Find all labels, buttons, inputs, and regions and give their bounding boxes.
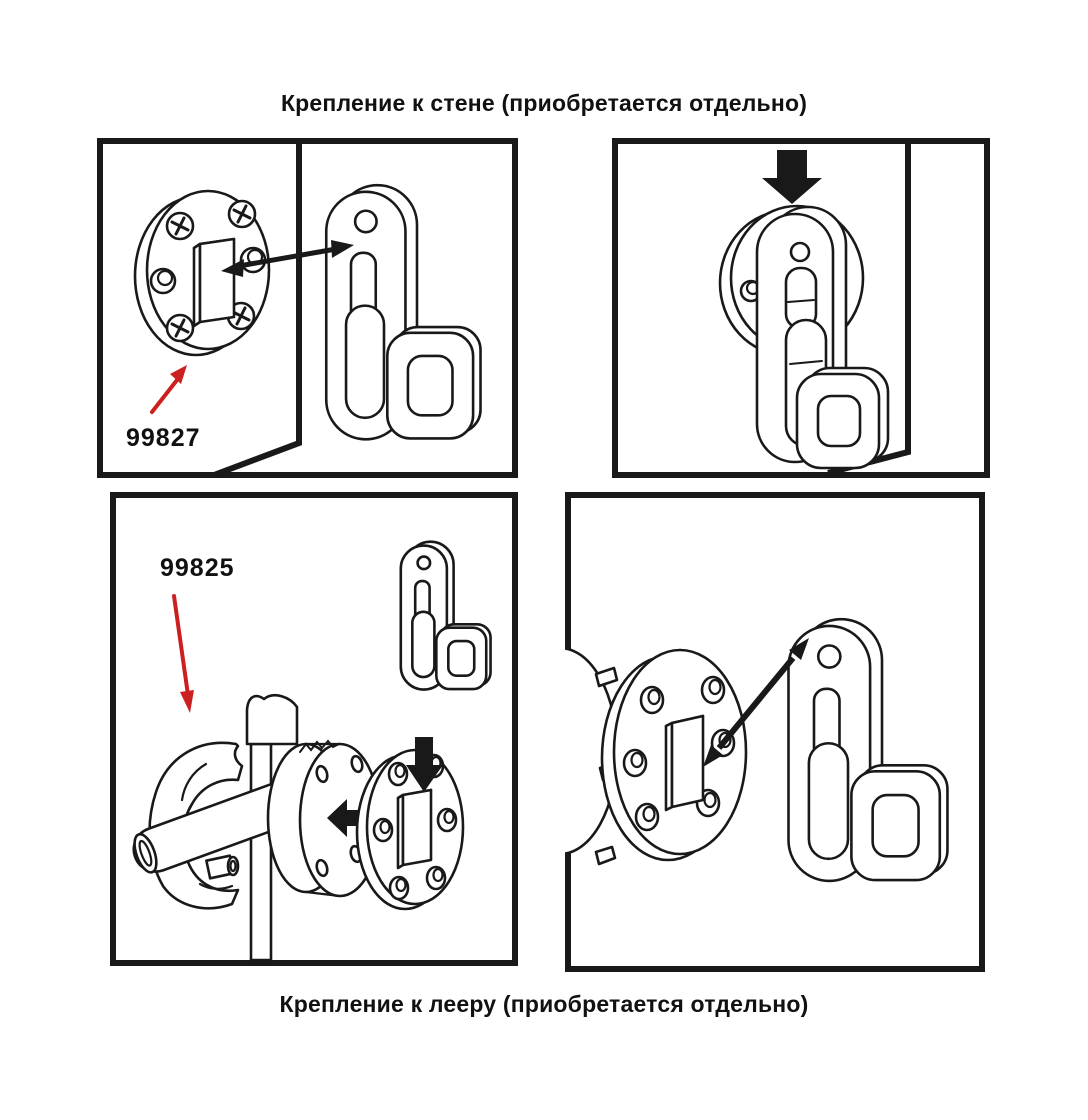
phillips-screw-icon (165, 199, 257, 343)
panel-rail-exploded (110, 492, 518, 966)
plate-hole (149, 246, 267, 295)
hook (325, 183, 482, 441)
slot-bracket (396, 788, 433, 870)
slotted-plate (600, 648, 748, 862)
wall-mount-title: Крепление к стене (приобретается отдельн… (280, 90, 808, 116)
wall-mount-plate (133, 189, 271, 357)
panel-rail-plate-hook (565, 492, 985, 972)
plate-hole (622, 675, 736, 832)
down-arrow-icon (406, 737, 443, 792)
down-arrow-icon (762, 150, 822, 204)
part-number-99827: 99827 (126, 424, 201, 452)
slotted-plate (355, 748, 465, 911)
hook (787, 617, 949, 883)
hook (399, 540, 492, 691)
panel-wall-assembled (612, 138, 990, 478)
double-headed-arrow-icon (221, 240, 354, 277)
panel-wall-exploded (97, 138, 518, 478)
slot-bracket (664, 714, 705, 812)
hook (755, 205, 890, 470)
red-arrow-icon (172, 594, 194, 713)
red-arrow-icon (150, 365, 187, 414)
left-arrow-icon (327, 799, 361, 837)
double-headed-arrow-icon (703, 638, 809, 767)
wall-corner (212, 141, 302, 478)
part-number-99825: 99825 (160, 554, 235, 582)
slot-bracket (192, 237, 236, 328)
rail-mount-title: Крепление к лееру (приобретается отдельн… (279, 991, 809, 1017)
